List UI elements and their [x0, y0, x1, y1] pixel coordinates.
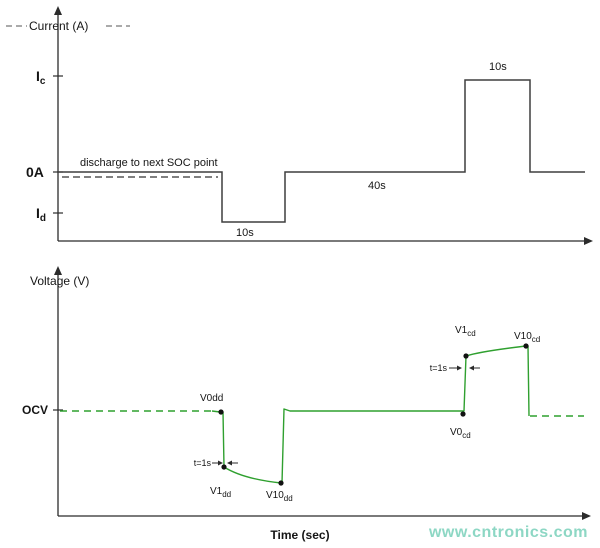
voltage-y-axis-arrow-icon: [54, 266, 62, 275]
t1s-charge-arrow-left-icon: [469, 365, 474, 371]
v0cd-point: [460, 411, 466, 417]
v1cd-label: V1cd: [455, 325, 476, 338]
t1s-charge-label: t=1s: [430, 363, 448, 373]
voltage-axis-title: Voltage (V): [30, 274, 89, 288]
watermark: www.cntronics.com: [428, 524, 588, 541]
v1dd-label: V1dd: [210, 486, 231, 499]
charge-duration-label: 10s: [489, 61, 507, 73]
t1s-discharge-arrow-left-icon: [227, 460, 232, 466]
rest-duration-label: 40s: [368, 180, 386, 192]
axis-title-backing: [27, 16, 104, 34]
discharge-soc-note: discharge to next SOC point: [80, 157, 218, 169]
id-label: Id: [36, 205, 46, 224]
voltage-response-curve: [211, 345, 530, 484]
current-chart: Current (A) Ic 0A Id discharge to next S…: [6, 6, 593, 245]
t1s-charge-arrow-right-icon: [457, 365, 462, 371]
time-axis-title: Time (sec): [270, 528, 329, 542]
v0dd-label: V0dd: [200, 393, 223, 404]
current-y-axis-arrow-icon: [54, 6, 62, 15]
t1s-discharge-label: t=1s: [194, 458, 212, 468]
discharge-duration-label: 10s: [236, 227, 254, 239]
t1s-discharge-annotation: t=1s: [194, 458, 238, 468]
v1cd-point: [463, 353, 469, 359]
v0cd-label: V0cd: [450, 427, 471, 440]
v10dd-point: [278, 480, 284, 486]
t1s-charge-annotation: t=1s: [430, 363, 480, 373]
current-waveform: [58, 79, 585, 223]
current-x-axis-arrow-icon: [584, 237, 593, 245]
v10cd-label: V10cd: [514, 331, 540, 344]
v1dd-point: [221, 464, 227, 470]
v10cd-point: [523, 343, 529, 349]
zero-amp-label: 0A: [26, 164, 44, 180]
current-axis-title: Current (A): [29, 19, 88, 33]
voltage-x-axis-arrow-icon: [582, 512, 591, 520]
ocv-label: OCV: [22, 403, 48, 417]
v10dd-label: V10dd: [266, 490, 293, 503]
t1s-discharge-arrow-right-icon: [218, 460, 223, 466]
v0dd-point: [218, 409, 224, 415]
ic-label: Ic: [36, 68, 46, 87]
voltage-chart: Voltage (V) OCV Time (sec) V0dd V1dd V10…: [22, 266, 591, 542]
